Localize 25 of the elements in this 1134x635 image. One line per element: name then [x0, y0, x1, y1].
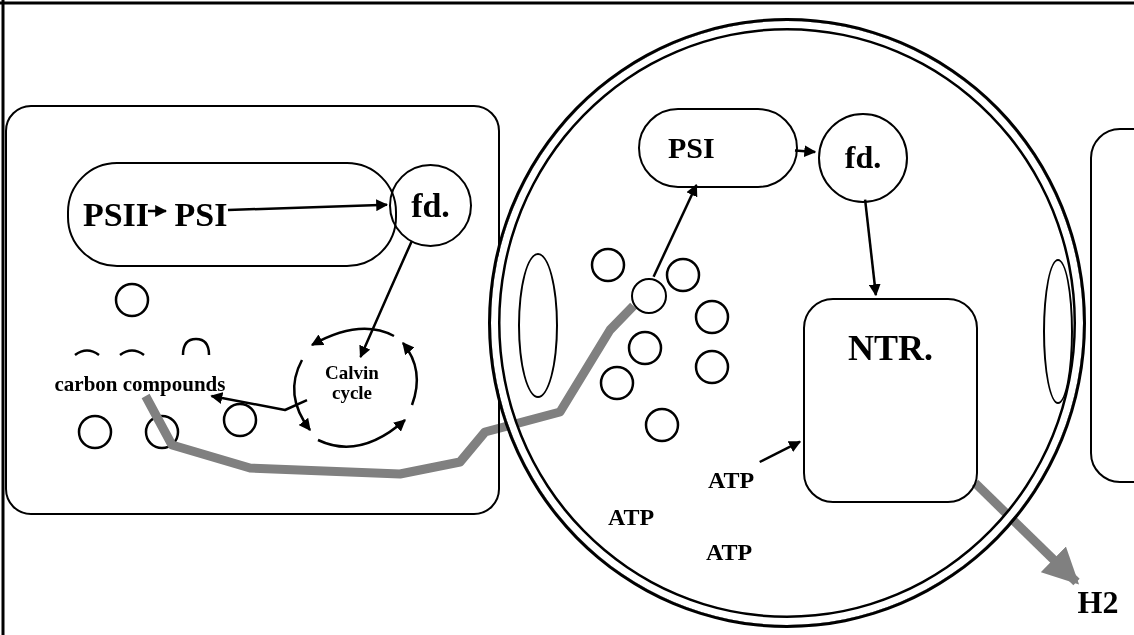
cycle-label: Calvin cycle	[309, 359, 395, 407]
arrow	[759, 440, 802, 464]
arrow	[148, 205, 168, 217]
pore-ellipse	[518, 253, 558, 398]
granule-circle	[631, 278, 667, 314]
energy-label: ATP	[691, 465, 771, 497]
energy-label: ATP	[706, 540, 753, 566]
complex-label: PSII	[80, 194, 152, 236]
arrow	[359, 240, 413, 359]
pore-ellipse	[1043, 259, 1073, 404]
complex-label: PSI	[170, 194, 232, 236]
product-label: carbon compounds	[18, 370, 262, 398]
ferredoxin-circle: fd.	[818, 113, 908, 203]
ferredoxin-circle: fd.	[389, 164, 472, 247]
energy-label: ATP	[608, 505, 655, 531]
arrow	[652, 183, 698, 278]
complex-pill: PSI	[638, 108, 798, 188]
enzyme-box: NTR.	[803, 298, 978, 503]
cell-box	[5, 105, 500, 515]
arrow	[227, 199, 389, 212]
product-label: H2	[1063, 582, 1133, 624]
connector-line	[141, 302, 637, 479]
membrane-pill	[67, 162, 397, 267]
arrow	[210, 392, 308, 412]
arrow	[971, 479, 1080, 586]
